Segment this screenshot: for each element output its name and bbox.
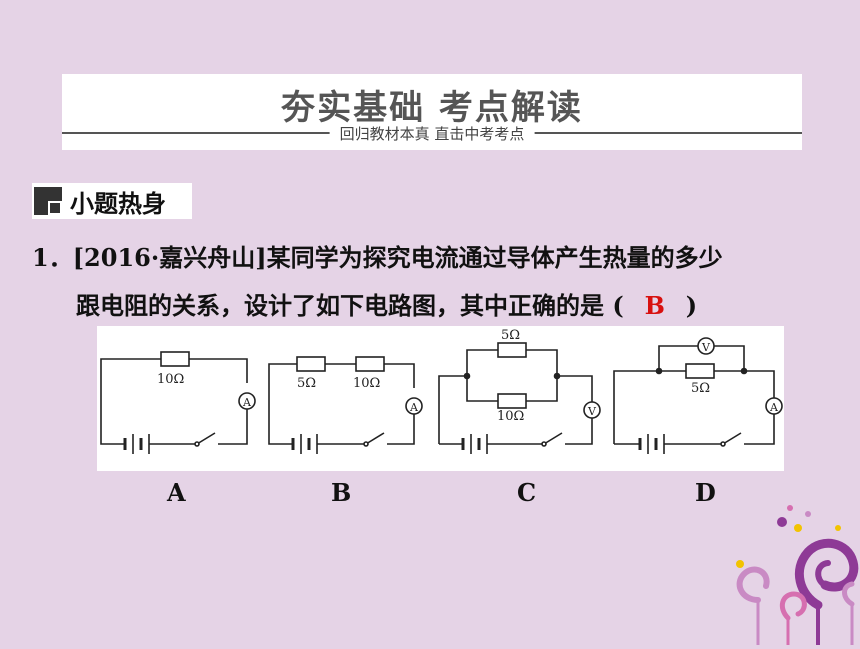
decorative-swirls [720,500,860,645]
circuit-b-resistor-1-label: 5Ω [297,376,316,391]
section-square-icon [34,187,62,215]
section-label: 小题热身 [70,189,166,218]
circuit-c-resistor-top-label: 5Ω [501,328,520,343]
circuit-d-voltmeter: V [701,341,711,354]
circuit-d-resistor-label: 5Ω [691,381,710,396]
answer: B [644,291,665,320]
circuit-diagrams: A 10Ω A 5Ω [97,326,784,471]
question-line-1: 1．[2016·嘉兴舟山]某同学为探究电流通过导体产生热量的多少 [32,238,723,273]
banner-title: 夯实基础 考点解读 [281,88,583,128]
question-source: [2016·嘉兴舟山] [72,243,267,272]
option-b-label: B [331,478,352,507]
option-d-label: D [695,478,716,507]
circuit-b-meter: A [409,401,419,414]
paren-close: ) [685,291,698,320]
option-c-label: C [517,478,537,507]
circuit-c-resistor-bottom-label: 10Ω [497,409,524,424]
circuit-b-resistor-2-label: 10Ω [353,376,380,391]
paren-open: ( [612,291,624,320]
circuit-c-meter: V [587,405,597,418]
question-text-1: 某同学为探究电流通过导体产生热量的多少 [266,243,723,272]
circuit-c: V 5Ω 10Ω [438,328,601,454]
circuit-d: V A 5Ω [613,337,783,454]
question-number: 1． [32,243,73,272]
banner-subtitle: 回归教材本真 直击中考考点 [329,123,535,144]
section-header: 小题热身 [32,183,192,219]
circuit-d-ammeter: A [769,401,779,414]
circuit-a-meter: A [242,396,252,409]
circuit-b: A 5Ω 10Ω [268,356,423,454]
circuit-a: A 10Ω [100,351,256,454]
circuit-a-resistor-label: 10Ω [157,372,184,387]
title-banner: 夯实基础 考点解读 回归教材本真 直击中考考点 [62,74,802,150]
question-line-2: 跟电阻的关系，设计了如下电路图，其中正确的是 ( B) [76,286,697,321]
question-text-2: 跟电阻的关系，设计了如下电路图，其中正确的是 [76,291,604,320]
option-a-label: A [167,478,186,507]
